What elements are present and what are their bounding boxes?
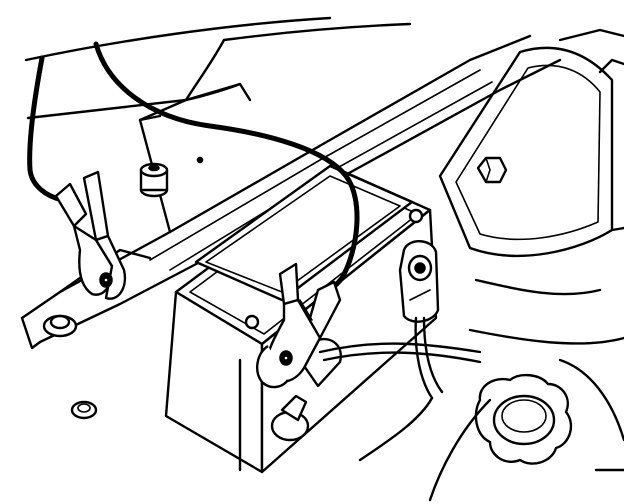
positive-terminal xyxy=(398,240,440,323)
left-clamp xyxy=(54,170,127,300)
engine-contour-lower xyxy=(428,358,624,502)
cover-panel xyxy=(438,28,624,258)
engine-bay-outline xyxy=(24,16,412,120)
filler-cap xyxy=(474,373,573,465)
small-stud xyxy=(70,400,98,420)
post-stud xyxy=(139,156,204,198)
hex-nut xyxy=(476,156,508,184)
jumper-cable-left xyxy=(27,55,65,203)
bracket-bolt xyxy=(42,314,78,338)
wiring-harness xyxy=(318,278,624,462)
jumper-cable-right xyxy=(93,41,360,295)
right-clamp xyxy=(256,262,342,389)
